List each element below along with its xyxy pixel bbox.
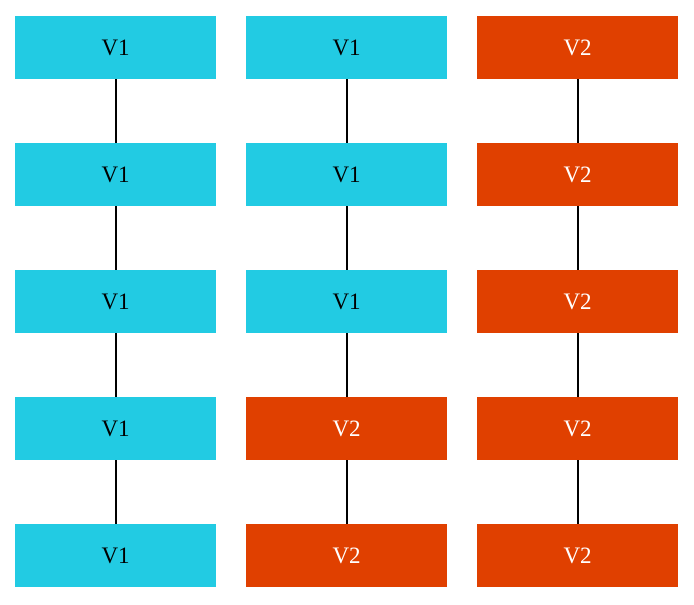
- node-label: V2: [563, 543, 592, 568]
- version-node-v1: V1: [15, 524, 216, 587]
- connector-line: [346, 79, 348, 143]
- version-node-v1: V1: [246, 16, 447, 79]
- node-label: V2: [563, 416, 592, 441]
- version-node-v1: V1: [246, 270, 447, 333]
- node-label: V2: [563, 35, 592, 60]
- version-node-v2: V2: [246, 397, 447, 460]
- node-label: V1: [332, 289, 361, 314]
- node-label: V1: [101, 35, 130, 60]
- version-node-v2: V2: [477, 143, 678, 206]
- connector-line: [115, 79, 117, 143]
- version-node-v2: V2: [477, 524, 678, 587]
- connector-line: [577, 79, 579, 143]
- version-node-v1: V1: [246, 143, 447, 206]
- connector-line: [577, 460, 579, 524]
- version-node-v2: V2: [477, 16, 678, 79]
- node-label: V2: [332, 543, 361, 568]
- connector-line: [115, 333, 117, 397]
- connector-line: [346, 206, 348, 270]
- node-label: V1: [332, 162, 361, 187]
- node-label: V2: [563, 162, 592, 187]
- connector-line: [346, 460, 348, 524]
- version-node-v1: V1: [15, 270, 216, 333]
- connector-line: [115, 206, 117, 270]
- version-node-v2: V2: [477, 270, 678, 333]
- connector-line: [577, 206, 579, 270]
- node-label: V1: [101, 289, 130, 314]
- version-node-v1: V1: [15, 16, 216, 79]
- connector-line: [577, 333, 579, 397]
- connector-line: [115, 460, 117, 524]
- node-label: V2: [332, 416, 361, 441]
- node-label: V2: [563, 289, 592, 314]
- node-label: V1: [101, 162, 130, 187]
- connector-line: [346, 333, 348, 397]
- version-node-v2: V2: [246, 524, 447, 587]
- version-node-v2: V2: [477, 397, 678, 460]
- version-node-v1: V1: [15, 143, 216, 206]
- node-label: V1: [101, 416, 130, 441]
- version-node-v1: V1: [15, 397, 216, 460]
- node-label: V1: [101, 543, 130, 568]
- node-label: V1: [332, 35, 361, 60]
